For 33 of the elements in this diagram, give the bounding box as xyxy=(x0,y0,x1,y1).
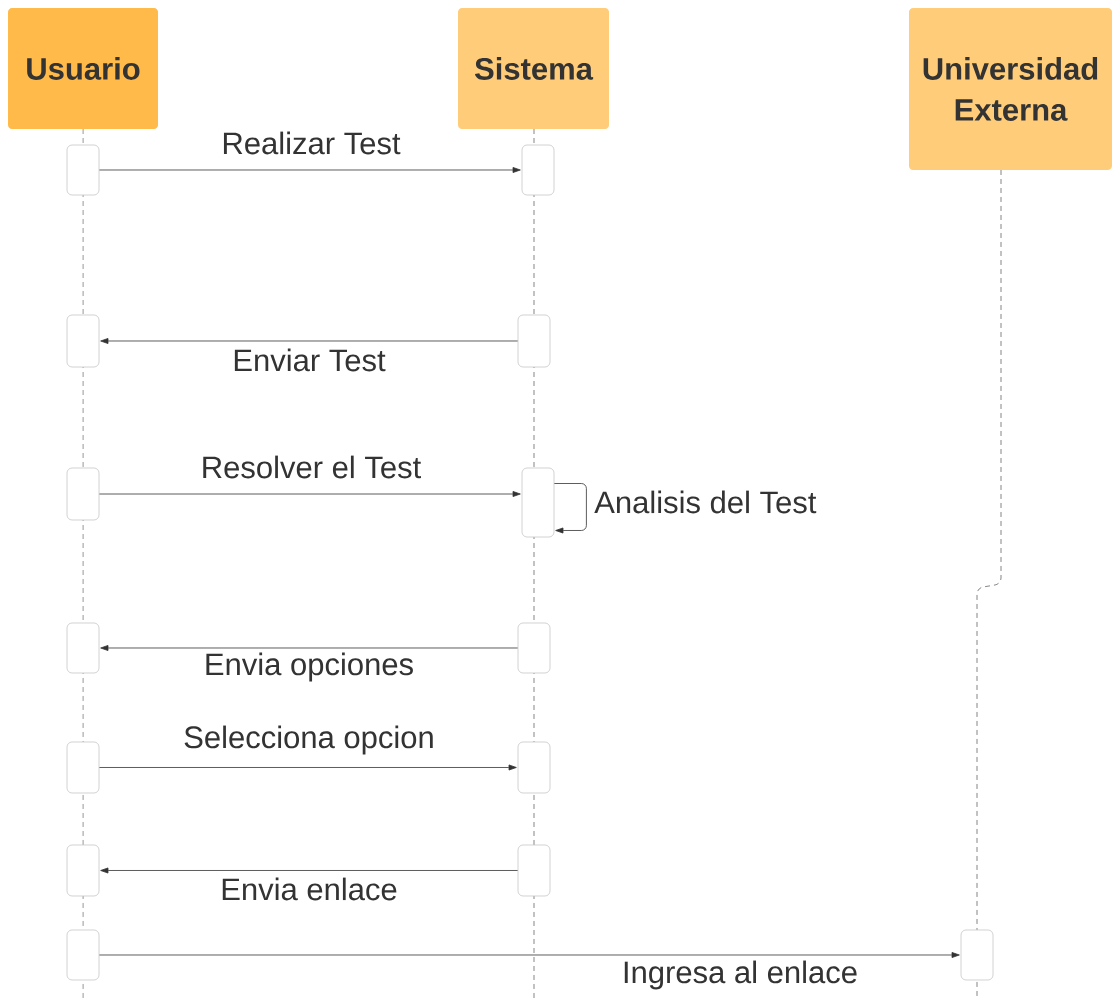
participant-box: Universidad Externa xyxy=(909,8,1112,170)
activation-box xyxy=(517,844,551,897)
edge-label: Envia opciones xyxy=(202,651,416,683)
activation-box xyxy=(66,314,100,368)
self-arrow xyxy=(554,483,587,534)
activation-box xyxy=(517,741,551,794)
activation-box xyxy=(517,314,551,368)
edge-label: Analisis del Test xyxy=(593,489,818,515)
participant-box: Sistema xyxy=(458,8,609,129)
activation-box xyxy=(66,741,100,794)
activation-box xyxy=(66,467,100,521)
edge-label: Ingresa al enlace xyxy=(620,959,860,991)
edge-label: Realizar Test xyxy=(220,130,402,156)
edge-label: Resolver el Test xyxy=(199,454,423,480)
participant-box: Usuario xyxy=(8,8,158,129)
activation-box xyxy=(521,467,555,538)
activation-box xyxy=(517,622,551,674)
arrow xyxy=(100,645,518,651)
arrow xyxy=(100,338,518,344)
edge-label: Selecciona opcion xyxy=(182,724,436,756)
arrow xyxy=(100,867,518,874)
activation-box xyxy=(960,929,994,981)
activation-box xyxy=(66,622,100,674)
arrow xyxy=(99,952,960,958)
arrow xyxy=(99,491,521,497)
edge-label: Enviar Test xyxy=(231,347,387,373)
activation-box xyxy=(66,844,100,897)
arrow xyxy=(99,764,517,771)
edge-label: Envia enlace xyxy=(219,876,399,902)
activation-box xyxy=(66,144,100,196)
activation-box xyxy=(521,144,555,196)
activation-box xyxy=(66,929,100,981)
arrow xyxy=(99,167,521,173)
